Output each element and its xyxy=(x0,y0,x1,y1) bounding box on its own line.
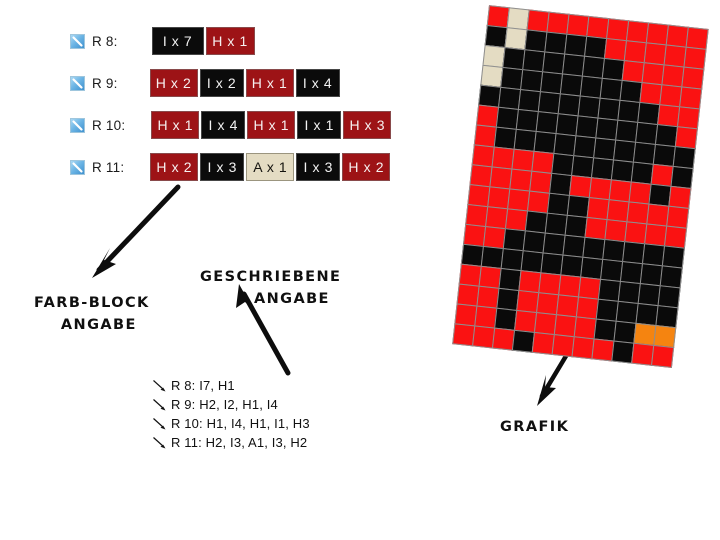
color-block: H x 2 xyxy=(150,153,199,181)
pointer-arrow-icon xyxy=(152,436,168,450)
color-block: I x 1 xyxy=(297,111,342,139)
color-block: I x 3 xyxy=(200,153,245,181)
pixel-grid xyxy=(451,4,709,368)
pointer-arrow-icon xyxy=(152,379,168,393)
list-item: R 8: I7, H1 xyxy=(152,376,310,395)
diagonal-line-icon xyxy=(70,75,85,91)
block-row-label: R 8: xyxy=(92,33,118,49)
pointer-arrow-icon xyxy=(152,417,168,431)
color-block: H x 2 xyxy=(149,69,198,97)
color-block: I x 4 xyxy=(201,111,246,139)
geschriebene-line2: ANGABE xyxy=(254,291,330,308)
color-block: H x 3 xyxy=(343,111,392,139)
color-block: A x 1 xyxy=(246,153,295,181)
written-notation-list: R 8: I7, H1 R 9: H2, I2, H1, I4 R 10: H1, … xyxy=(152,376,310,452)
label-farb-block-angabe: FARB-BLOCK ANGABE xyxy=(34,292,150,337)
pixel-grid-graphic xyxy=(451,4,720,368)
label-grafik: GRAFIK xyxy=(500,419,570,435)
color-block: H x 1 xyxy=(151,111,200,139)
color-block: H x 1 xyxy=(247,111,296,139)
farb-block-line1: FARB-BLOCK xyxy=(34,295,150,311)
block-row-label: R 9: xyxy=(92,75,118,91)
label-geschriebene-angabe: GESCHRIEBENE ANGABE xyxy=(200,266,341,311)
list-item: R 10: H1, I4, H1, I1, H3 xyxy=(152,414,310,433)
diagonal-line-icon xyxy=(70,159,85,175)
farb-block-line2: ANGABE xyxy=(60,317,137,334)
pointer-arrow-icon xyxy=(152,398,168,412)
list-item-text: R 8: I7, H1 xyxy=(171,378,235,393)
block-row-label: R 11: xyxy=(92,159,125,175)
color-block: H x 1 xyxy=(245,69,294,97)
color-block: H x 1 xyxy=(205,27,255,55)
list-item-text: R 11: H2, I3, A1, I3, H2 xyxy=(171,435,308,450)
list-item: R 9: H2, I2, H1, I4 xyxy=(152,395,310,414)
color-block: I x 3 xyxy=(296,153,341,181)
diagonal-line-icon xyxy=(70,117,85,133)
list-item-text: R 10: H1, I4, H1, I1, H3 xyxy=(171,416,310,431)
block-row-label: R 10: xyxy=(92,117,126,133)
color-block: I x 2 xyxy=(199,69,244,97)
list-item-text: R 9: H2, I2, H1, I4 xyxy=(171,397,278,412)
color-block: H x 2 xyxy=(342,153,391,181)
arrow-to-geschriebene-angabe xyxy=(236,284,291,376)
pixel-cell xyxy=(650,344,674,368)
arrow-to-farb-block-angabe xyxy=(92,184,181,278)
color-block: I x 4 xyxy=(295,69,340,97)
color-block: I x 7 xyxy=(151,27,204,55)
diagonal-line-icon xyxy=(70,33,85,49)
geschriebene-line1: GESCHRIEBENE xyxy=(200,269,342,285)
list-item: R 11: H2, I3, A1, I3, H2 xyxy=(152,433,310,452)
